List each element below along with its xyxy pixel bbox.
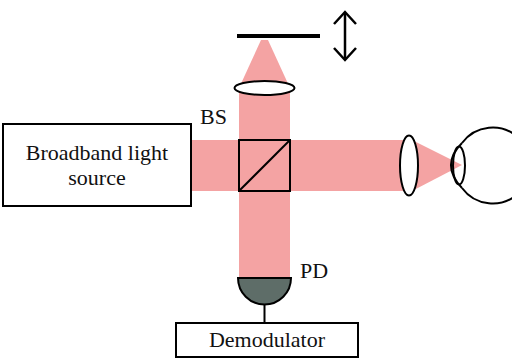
part-label: BS: [200, 104, 227, 130]
signal-wire: [264, 304, 266, 322]
sample-lens: [400, 136, 418, 196]
eye-lens: [453, 147, 465, 185]
eye-globe: [462, 128, 512, 204]
scan-arrow-head: [334, 48, 356, 60]
instrument-box: Broadband light source: [2, 123, 192, 207]
instrument-box: Demodulator: [175, 322, 359, 358]
part-label: PD: [300, 258, 328, 284]
reference-mirror: [237, 34, 320, 38]
scan-arrow: [344, 14, 347, 58]
scan-arrow-head: [334, 12, 356, 24]
box-label: Demodulator: [209, 327, 325, 352]
sample-beam: [184, 140, 406, 191]
photodetector: [238, 278, 291, 305]
reference-lens: [235, 81, 295, 95]
beam-splitter: [239, 140, 290, 191]
splitter-diagonal: [239, 140, 290, 191]
reference-beam: [239, 88, 290, 278]
box-label: Broadband light source: [4, 140, 190, 191]
